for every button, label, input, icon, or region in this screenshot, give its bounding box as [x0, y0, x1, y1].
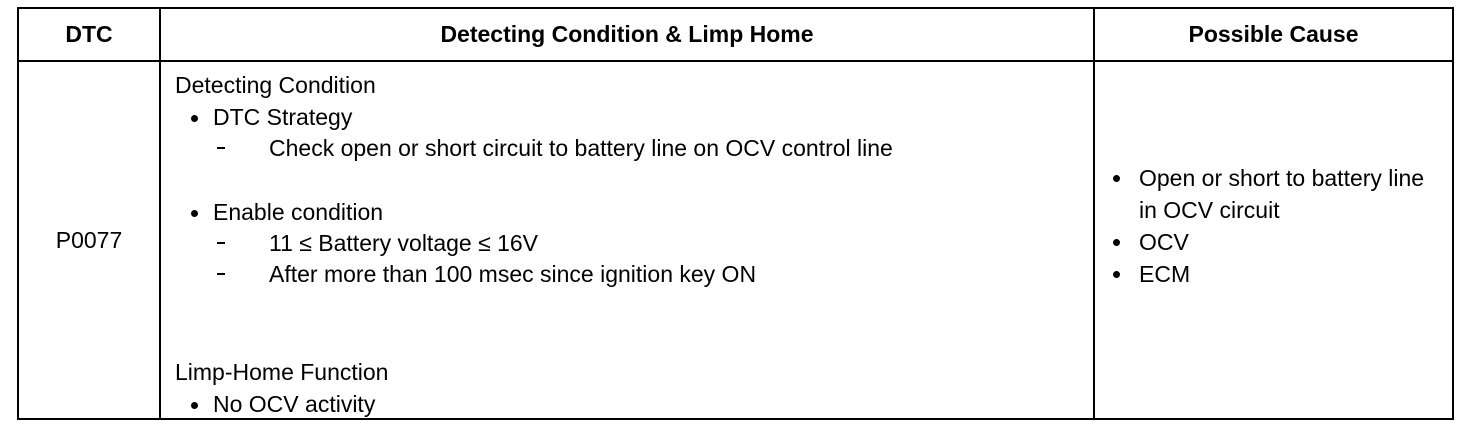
bullet-icon	[1113, 239, 1120, 246]
enable-condition-label: Enable condition	[213, 199, 384, 225]
table-row: P0077 Detecting Condition DTC Strategy C…	[17, 60, 1454, 420]
dtc-code: P0077	[17, 60, 161, 420]
possible-cause-list: Open or short to battery line in OCV cir…	[1113, 162, 1429, 290]
strategy-item: Check open or short circuit to battery l…	[269, 135, 893, 161]
dtc-table: DTC Detecting Condition & Limp Home Poss…	[17, 7, 1454, 420]
enable-item: 11 ≤ Battery voltage ≤ 16V	[269, 230, 539, 256]
bullet-icon	[191, 402, 198, 409]
detecting-condition-title: Detecting Condition	[175, 72, 376, 98]
list-item: ECM	[1113, 258, 1429, 290]
dash-icon	[217, 242, 225, 244]
table-header-row: DTC Detecting Condition & Limp Home Poss…	[17, 7, 1454, 62]
header-detecting-condition: Detecting Condition & Limp Home	[159, 7, 1095, 62]
bullet-icon	[191, 115, 198, 122]
bullet-icon	[1113, 271, 1120, 278]
cause-text: Open or short to battery line in OCV cir…	[1139, 165, 1425, 223]
cause-text: ECM	[1139, 261, 1191, 287]
dtc-strategy-label: DTC Strategy	[213, 104, 353, 130]
header-dtc: DTC	[17, 7, 161, 62]
possible-cause-cell: Open or short to battery line in OCV cir…	[1093, 60, 1454, 420]
limp-home-item: No OCV activity	[213, 391, 376, 417]
detecting-condition-cell: Detecting Condition DTC Strategy Check o…	[159, 60, 1095, 420]
cause-text: OCV	[1139, 229, 1189, 255]
dash-icon	[217, 273, 225, 275]
bullet-icon	[1113, 175, 1120, 182]
list-item: OCV	[1113, 226, 1429, 258]
header-possible-cause: Possible Cause	[1093, 7, 1454, 62]
enable-item: After more than 100 msec since ignition …	[269, 261, 757, 287]
bullet-icon	[191, 210, 198, 217]
dash-icon	[217, 147, 225, 149]
limp-home-title: Limp-Home Function	[175, 359, 389, 385]
list-item: Open or short to battery line in OCV cir…	[1113, 162, 1429, 226]
